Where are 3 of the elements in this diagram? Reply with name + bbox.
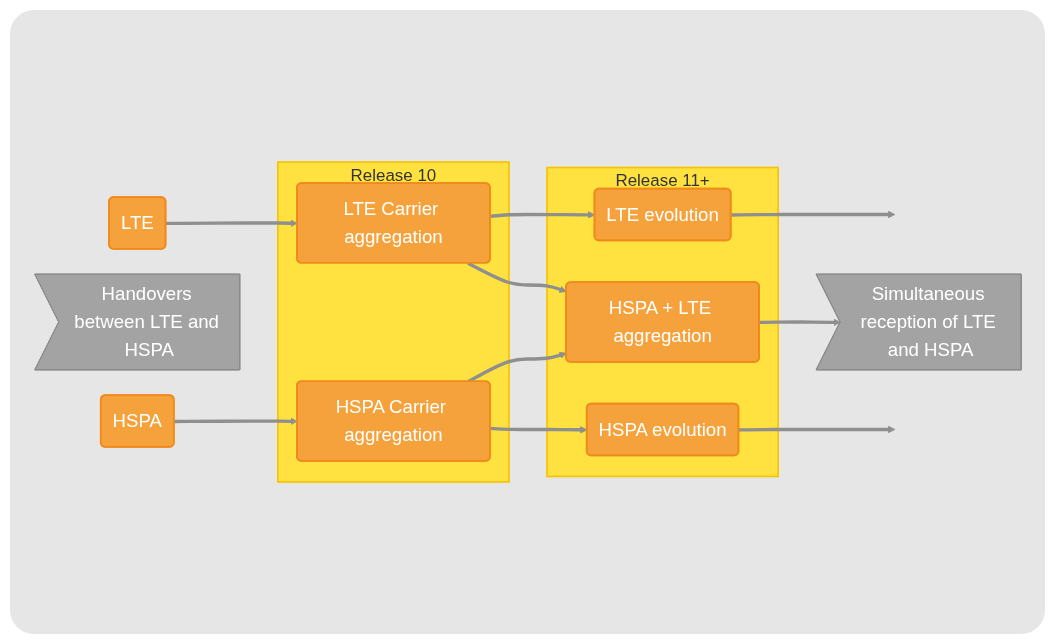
arrow bbox=[730, 210, 895, 219]
arrow bbox=[738, 425, 895, 434]
arrow bbox=[489, 426, 587, 434]
